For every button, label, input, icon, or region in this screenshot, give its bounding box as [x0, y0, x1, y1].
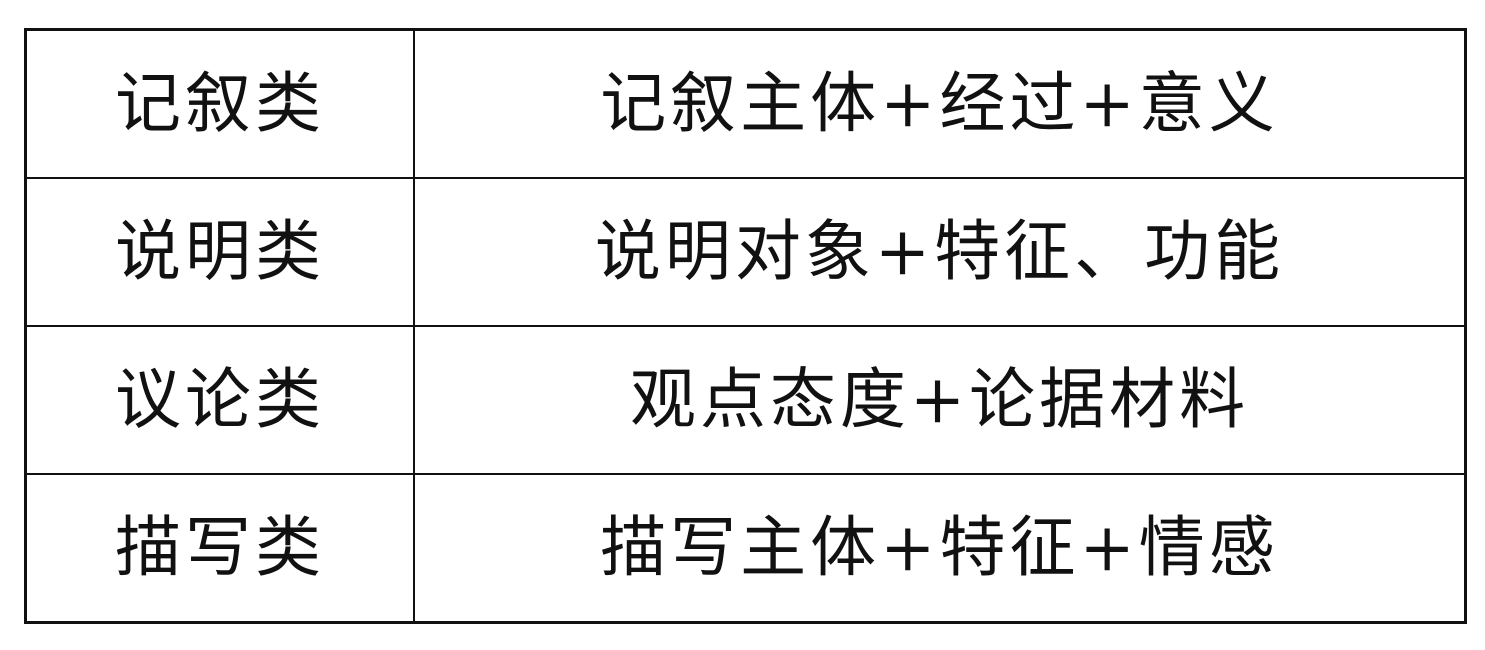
writing-type-table: 记叙类 记叙主体+经过+意义 说明类 说明对象+特征、功能 议论类 观点态度+论… — [24, 28, 1467, 624]
formula-cell: 记叙主体+经过+意义 — [413, 28, 1467, 179]
formula-cell: 描写主体+特征+情感 — [413, 473, 1467, 624]
table-row: 描写类 描写主体+特征+情感 — [24, 473, 1467, 624]
table-row: 议论类 观点态度+论据材料 — [24, 325, 1467, 475]
category-cell: 议论类 — [24, 325, 415, 475]
formula-cell: 说明对象+特征、功能 — [413, 177, 1467, 327]
table-row: 记叙类 记叙主体+经过+意义 — [24, 28, 1467, 179]
category-cell: 记叙类 — [24, 28, 415, 179]
category-cell: 说明类 — [24, 177, 415, 327]
formula-cell: 观点态度+论据材料 — [413, 325, 1467, 475]
category-cell: 描写类 — [24, 473, 415, 624]
table-row: 说明类 说明对象+特征、功能 — [24, 177, 1467, 327]
